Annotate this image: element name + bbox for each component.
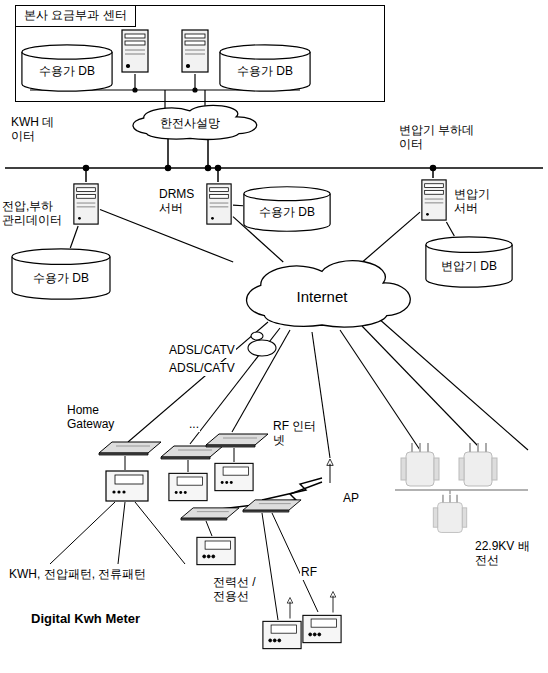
database-cylinder: 수용가 DB [11,248,111,300]
access-links [128,318,528,458]
node-label: 수용가 DB [21,65,113,79]
node-label: 한전사설망 [122,117,258,131]
server-label: 변압기 서버 [454,188,498,216]
node-label: 수용가 DB [11,272,111,286]
annotation-label: ... [188,418,200,432]
annotation-label: 변압기 부하데이터 [398,124,478,152]
database-cylinder: 수용가 DB [219,44,311,92]
node-label: 수용가 DB [219,65,311,79]
server-label: 전압,부하 관리데이터 [2,200,68,228]
server-icon [72,182,100,226]
annotation-label: 전력선 /전용선 [212,576,266,604]
link-line [362,212,420,262]
distribution-line [395,443,528,532]
internet-cloud: Internet [232,262,412,332]
database-cylinder: 수용가 DB [21,44,113,92]
server: DRMS 서버 [205,182,233,226]
network-link [233,205,243,207]
annotation-label: Home Gateway [66,404,128,432]
server: 전압,부하 관리데이터 [72,182,100,226]
annotation-label: AP [342,492,360,506]
link-line [233,204,243,206]
node-label: 변압기 DB [425,260,513,274]
network-link [70,226,78,248]
home-gateways [99,434,268,501]
server: 변압기 서버 [420,178,448,222]
node-label: 본사 요금부과 센터 [16,6,136,27]
rf-gateways [181,500,341,649]
annotation-label: 22.9KV 배전선 [474,540,542,568]
annotation-label: KWH 데이터 [10,116,64,144]
center-box: 본사 요금부과 센터수용가 DB 수용가 DB [15,5,385,102]
database-cylinder: 수용가 DB [243,186,331,232]
annotation-label: Digital Kwh Meter [30,612,141,627]
private-network-cloud: 한전사설망 [122,106,258,142]
node-label: Internet [232,288,412,305]
link-line [446,222,454,236]
meter-leads [50,502,185,564]
annotation-label: ADSL/CATV [168,344,236,358]
annotation-label: RF [300,566,318,580]
annotation-label: RF 인터넷 [272,420,322,448]
server-label: DRMS 서버 [159,188,203,216]
network-link [362,212,420,262]
database-cylinder: 변압기 DB [425,236,513,288]
server-icon [205,182,233,226]
network-link [446,222,454,236]
server-icon [420,178,448,222]
node-label: 수용가 DB [243,206,331,220]
annotation-label: ADSL/CATV [168,362,236,376]
annotation-label: KWH, 전압패턴, 전류패턴 [8,568,147,582]
link-line [70,226,78,248]
